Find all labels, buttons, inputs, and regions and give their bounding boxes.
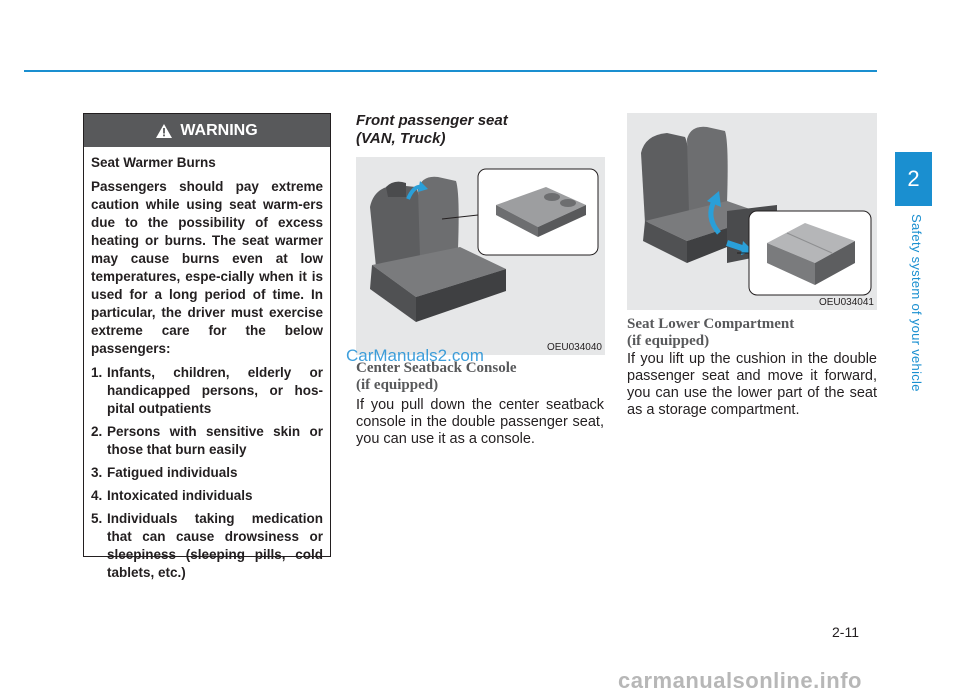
figure-code: OEU034041	[818, 297, 874, 308]
lower-compartment-heading: Seat Lower Compartment (if equipped)	[627, 316, 795, 349]
warning-list-item: 2.Persons with sensitive skin or those t…	[91, 424, 323, 457]
warning-triangle-icon	[156, 123, 173, 138]
center-console-figure: OEU034040	[356, 157, 605, 355]
footer-watermark: carmanualsonline.info	[618, 668, 862, 693]
warning-box: WARNING Seat Warmer Burns Passengers sho…	[83, 113, 331, 580]
warning-list-item: 3.Fatigued individuals	[91, 465, 238, 480]
header-rule	[24, 70, 877, 72]
seat-console-illustration	[370, 168, 599, 322]
warning-header: WARNING	[84, 114, 330, 147]
warning-list: 1.Infants, children, elderly or handicap…	[91, 364, 323, 582]
figure-code: OEU034040	[546, 342, 602, 353]
warning-list-item: 5.Individuals taking medication that can…	[91, 511, 323, 580]
middle-column-title: Front passenger seat (VAN, Truck)	[356, 112, 508, 147]
center-console-heading: Center Seatback Console (if equipped)	[356, 360, 517, 393]
site-watermark: CarManuals2.com	[346, 346, 484, 365]
warning-list-item: 4.Intoxicated individuals	[91, 488, 253, 503]
warning-heading: WARNING	[180, 121, 258, 139]
lower-compartment-figure: OEU034041	[627, 113, 877, 310]
warning-intro: Passengers should pay extreme caution wh…	[91, 179, 323, 356]
center-console-text: If you pull down the center seatback con…	[356, 397, 604, 447]
seat-compartment-illustration	[641, 126, 872, 296]
page-number: 2-11	[832, 624, 859, 640]
chapter-title: Safety system of your vehicle	[909, 214, 924, 392]
chapter-tab: 2	[895, 152, 932, 206]
warning-list-item: 1.Infants, children, elderly or handicap…	[91, 365, 323, 416]
warning-body: Seat Warmer Burns Passengers should pay …	[91, 154, 323, 587]
warning-title: Seat Warmer Burns	[91, 155, 216, 170]
lower-compartment-text: If you lift up the cushion in the double…	[627, 351, 877, 418]
